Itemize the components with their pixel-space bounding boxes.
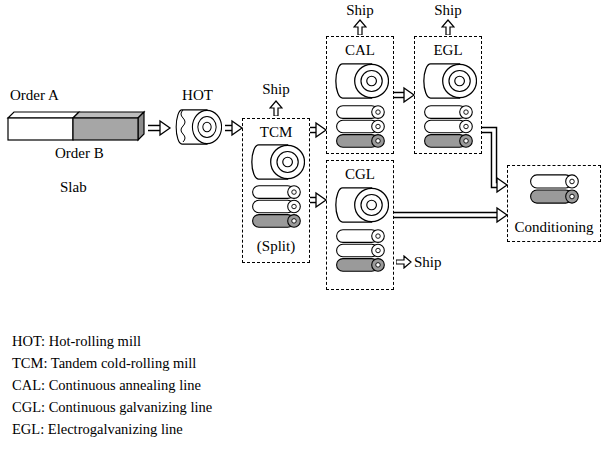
arrow-head [316,193,326,207]
process-box: EGL [414,36,482,154]
arrow-shaft-inner [394,213,498,217]
node-label: Conditioning [508,218,600,236]
node-label: HOT [170,86,225,104]
arrow-head [232,121,242,135]
arrow-head [316,123,326,137]
coil-symbol [336,188,389,222]
legend-line: CAL: Continuous annealing line [12,374,201,396]
flow-arrow [225,121,242,135]
roller-symbol [337,106,385,147]
roller-symbol [337,230,385,271]
flow-arrow [310,123,326,137]
ship-arrow [270,101,282,116]
arrow-head [404,88,414,102]
flow-arrow [394,88,414,102]
coil-symbol [252,145,305,179]
arrow-shaft [148,125,161,132]
arrow-head [497,178,507,192]
roller-symbol [425,106,473,147]
process-box: CAL [326,36,394,154]
process-box: TCM (Split) [242,118,310,263]
process-box: Conditioning [507,165,601,242]
legend-line: HOT: Hot-rolling mill [12,330,141,352]
ship-label: Ship [428,1,468,19]
process-box: CGL [326,160,394,290]
flow-arrow [148,121,170,135]
hot-mill: HOT [170,84,225,150]
ship-arrow [396,256,411,268]
flow-arrow [394,208,507,222]
arrow-shaft [394,212,498,219]
node-label: (Split) [243,237,309,255]
flow-arrow [310,193,326,207]
node-label: EGL [415,41,481,59]
flow-arrow [482,130,507,192]
slab-drawing [8,112,144,140]
slab: Order A Order B Slab [5,86,148,200]
ship-label: Ship [340,1,380,19]
ship-arrow [442,20,454,35]
hot-edge-wave [181,110,185,142]
node-label: CAL [327,41,393,59]
node-label: CGL [327,165,393,183]
ship-label: Ship [256,80,296,98]
node-label: Order A [10,86,59,104]
arrow-shaft-inner [482,130,498,185]
legend-line: CGL: Continuous galvanizing line [12,396,212,418]
roller-symbol [253,186,301,227]
arrow-head [497,208,507,222]
node-label: Slab [60,178,87,196]
arrow-head [160,121,170,135]
coil-symbol [336,64,389,98]
ship-arrow [354,20,366,35]
roller-symbol [531,175,579,203]
ship-label: Ship [414,253,442,271]
node-label: Order B [55,144,104,162]
legend-line: TCM: Tandem cold-rolling mill [12,352,196,374]
legend-line: EGL: Electrogalvanizing line [12,418,183,440]
coil-symbol [424,64,477,98]
coil-symbol [176,110,221,144]
arrow-shaft [482,130,498,185]
arrow-shaft-inner [148,126,161,130]
node-label: TCM [243,123,309,141]
